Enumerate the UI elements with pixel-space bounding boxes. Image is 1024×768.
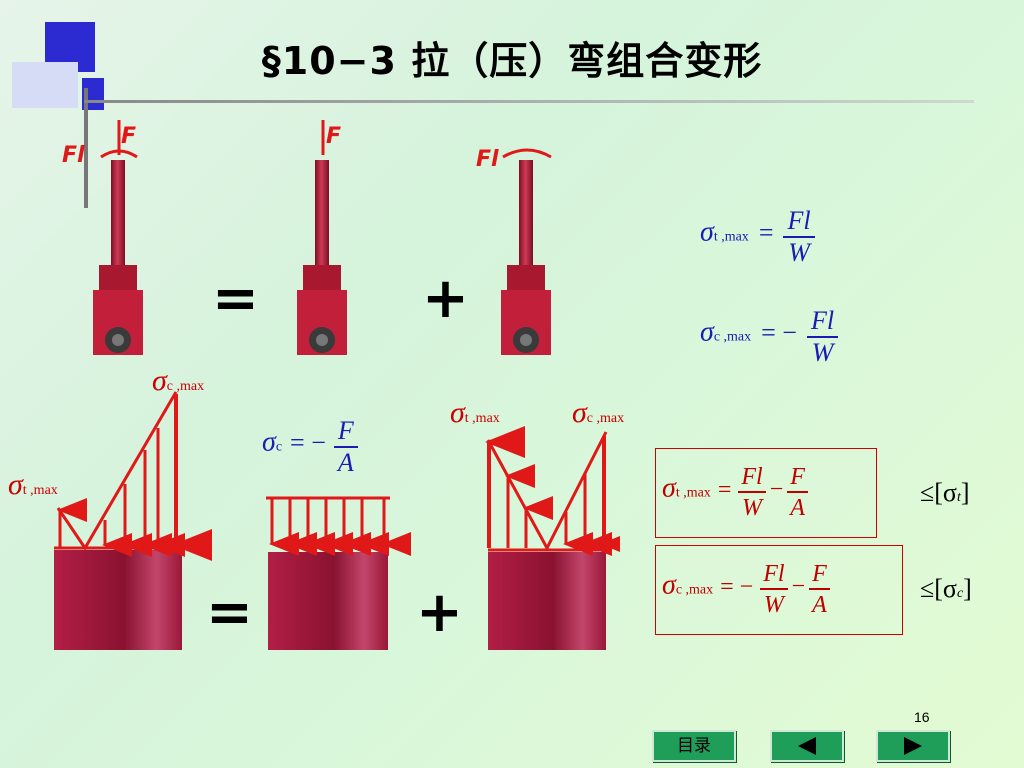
machine-bending — [501, 148, 552, 355]
title-underline — [84, 100, 974, 103]
cylinder-axial — [266, 496, 411, 650]
decor-vertical-line — [84, 88, 88, 208]
label-sigma-c-max-1: σc ,max — [152, 364, 205, 397]
plus-sign-bottom: + — [416, 580, 463, 645]
label-Fl-3: Fl — [476, 147, 499, 172]
label-sigma-t-max-3: σt ,max — [450, 396, 500, 429]
machine-axial — [297, 120, 347, 355]
right-triangle-icon — [904, 737, 922, 755]
allowable-tension: ≤[σt] — [920, 478, 970, 507]
label-Fl-1: Fl — [62, 143, 85, 168]
label-sigma-c-max-3: σc ,max — [572, 396, 625, 429]
allowable-compression: ≤[σc] — [920, 574, 972, 603]
label-sigma-t-max-1: σt ,max — [8, 468, 58, 501]
menu-button[interactable]: 目录 — [652, 730, 736, 762]
cylinder-bending — [485, 426, 620, 650]
bottom-row-illustration — [54, 391, 620, 650]
label-F-1: F — [121, 124, 137, 149]
machine-combined — [93, 120, 143, 355]
slide-title: §10−3 拉（压）弯组合变形 — [261, 39, 763, 83]
equals-sign-bottom: = — [206, 580, 253, 645]
label-F-2: F — [326, 124, 342, 149]
top-row-illustration — [93, 120, 552, 355]
decor-square-lilac — [12, 62, 78, 108]
left-triangle-icon — [798, 737, 816, 755]
equals-sign-top: = — [212, 266, 259, 331]
cylinder-combined — [54, 391, 212, 650]
plus-sign-top: + — [422, 266, 469, 331]
next-button[interactable] — [876, 730, 950, 762]
prev-button[interactable] — [770, 730, 844, 762]
page-number: 16 — [914, 709, 930, 725]
